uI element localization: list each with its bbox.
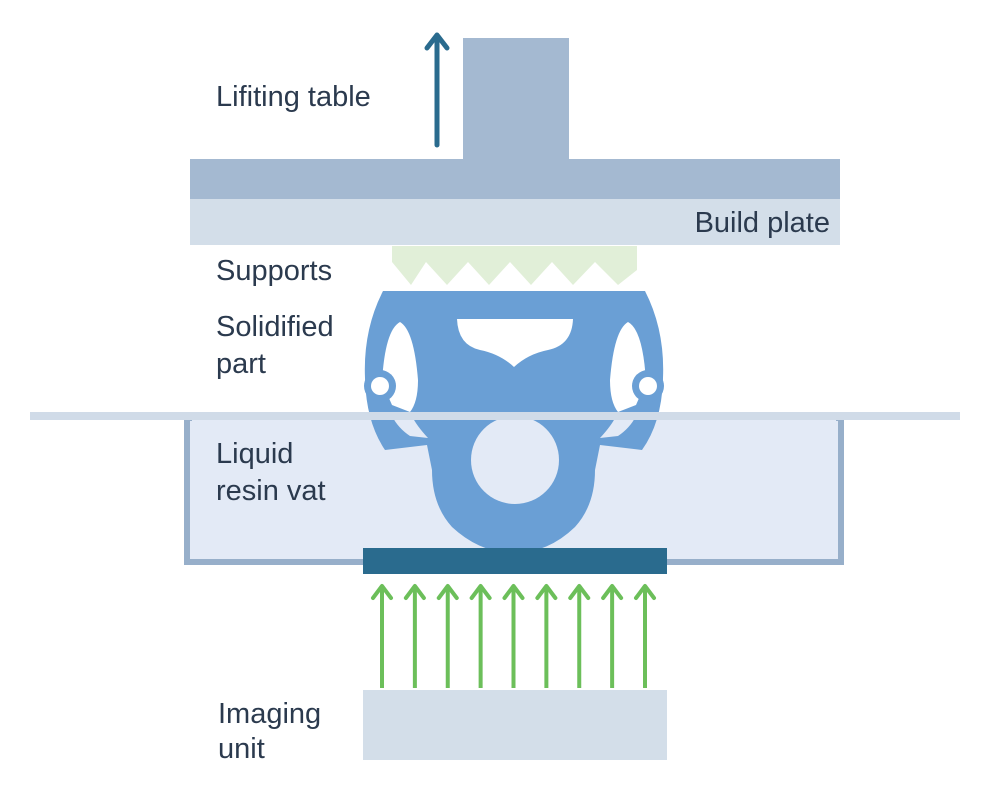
label-supports: Supports — [216, 255, 332, 287]
part-left-cutout-submerged — [392, 416, 428, 438]
label-liquid-resin-vat-line1: Liquid — [216, 438, 293, 470]
build-plate — [190, 199, 840, 245]
solidified-part — [364, 291, 664, 553]
part-left-knob-hole — [371, 377, 389, 395]
uv-light-arrow-icon — [469, 584, 492, 688]
label-solidified-part-line2: part — [216, 348, 266, 380]
uv-light-arrow-icon — [403, 584, 426, 688]
part-window-cutout — [457, 319, 573, 367]
lifting-table-column — [463, 38, 569, 162]
label-liquid-resin-vat-line2: resin vat — [216, 475, 326, 507]
part-right-knob-hole — [639, 377, 657, 395]
resin-surface — [30, 412, 960, 420]
imaging-unit — [363, 690, 667, 760]
label-solidified-part-line1: Solidified — [216, 311, 334, 343]
arrow-up-icon — [424, 32, 450, 148]
label-lifting-table: Lifiting table — [216, 81, 371, 113]
part-ring-hole — [471, 416, 559, 504]
uv-light-arrow-icon — [601, 584, 624, 688]
part-right-cutout-submerged — [600, 416, 636, 438]
supports — [392, 246, 637, 285]
vat-window — [363, 548, 667, 574]
uv-light-arrow-icon — [568, 584, 591, 688]
label-build-plate: Build plate — [695, 207, 830, 239]
uv-light-arrow-icon — [535, 584, 558, 688]
lifting-table — [190, 159, 840, 199]
label-imaging-unit-line1: Imaging — [218, 698, 321, 730]
uv-light-arrow-icon — [371, 584, 393, 688]
uv-light-arrow-icon — [634, 584, 656, 688]
uv-light-arrow-icon — [436, 584, 459, 688]
uv-light-arrow-icon — [502, 584, 525, 688]
uv-light-arrows — [371, 584, 656, 688]
label-imaging-unit-line2: unit — [218, 733, 265, 765]
